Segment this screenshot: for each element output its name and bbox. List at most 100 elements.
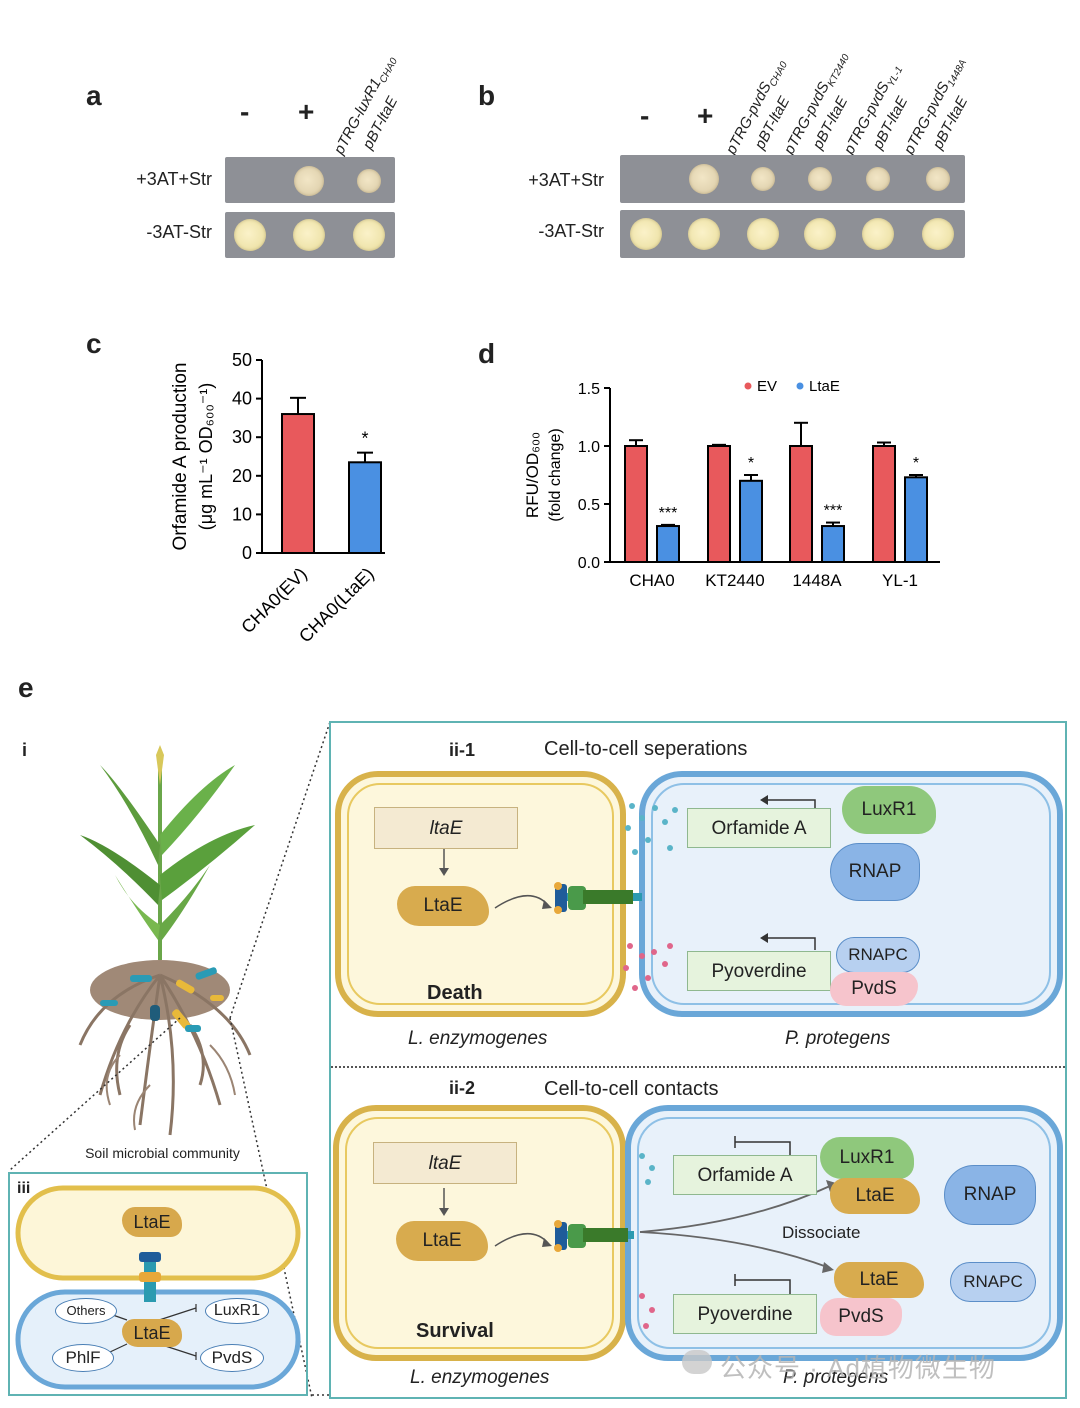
panel-a-spot-r2-c1 [234,219,266,251]
panel-iii-frame [8,1172,308,1396]
chart-c-ytick-label: 10 [232,504,252,524]
chart-d-legend-marker-ltae [796,382,804,390]
panel-a-spot-r1-c3 [357,169,381,193]
ii2-pyoverdine-box: Pyoverdine [673,1294,817,1334]
chart-d-bar-LtaE [739,479,763,563]
ii2-gene-box: ltaE [373,1142,517,1184]
chart-d-legend-marker-ev [744,382,752,390]
panel-ii-divider [331,1066,1065,1068]
panel-b-spot-r2-c2 [688,218,720,250]
ii2-orfamide-box: Orfamide A [673,1155,817,1195]
chart-d-ylabel-units: (fold change) [547,428,564,521]
chart-c-ylabel: Orfamide A production [170,363,191,551]
ii1-orfamide-box: Orfamide A [687,808,831,848]
panel-a-letter: a [86,80,102,111]
soil-caption: Soil microbial community [85,1145,240,1161]
chart-d-xtick-label: CHA0 [629,571,674,590]
iii-ltae-top: LtaE [122,1207,182,1237]
chart-c-ytick-label: 20 [232,466,252,486]
chart-d-bar-EV [707,445,731,563]
panel-e-letter: e [18,672,34,703]
chart-c-significance: * [361,429,368,449]
ii2-dissociate: Dissociate [782,1223,861,1242]
panel-b-row-label-2: -3AT-Str [538,221,604,241]
watermark-text: 公众号 · Ad植物微生物 [720,1353,996,1383]
panel-b-pos-sign: + [697,100,714,131]
ii2-left-organism: L. enzymogenes [410,1367,550,1388]
panel-ii-frame [329,721,1067,1399]
ii1-rnapc: RNAPC [836,937,920,973]
iii-luxr1: LuxR1 [205,1298,269,1324]
chart-c-ytick-label: 50 [232,350,252,370]
panel-a-spot-r2-c2 [293,219,325,251]
plant-illustration [78,745,255,1136]
panel-b-spot-r1-c3 [751,167,775,191]
chart-d-bar-LtaE [904,476,928,563]
panel-a-spot-r2-c3 [353,219,385,251]
panel-b-spot-r1-c5 [866,167,890,191]
panel-iii-label: iii [17,1180,31,1197]
chart-d-bar-EV [789,445,813,563]
chart-c-ytick-label: 30 [232,427,252,447]
panel-a-spot-r1-c2 [294,166,324,196]
panel-a-pos-sign: + [298,96,315,127]
chart-d-ytick-label: 0.0 [578,555,600,572]
ii1-luxr1: LuxR1 [842,786,936,834]
panel-d-letter: d [478,338,496,369]
chart-d-xtick-label: 1448A [792,571,842,590]
wechat-icon [682,1350,712,1374]
panel-a-col-label: pTRG-luxR1CHA0 pBT-ltaE [330,56,402,158]
ii2-right-organism: P. protegens [783,1367,889,1388]
iii-pvds: PvdS [200,1344,264,1372]
chart-c-ylabel-units: (μg mL⁻¹ OD₆₀₀⁻¹) [196,383,216,531]
ii1-left-organism: L. enzymogenes [408,1028,548,1049]
iii-phlf: PhlF [52,1344,114,1372]
panel-c-letter: c [86,328,102,359]
ii1-right-organism: P. protegens [785,1028,891,1049]
zoom-lines [9,721,331,1399]
iii-others: Others [55,1298,117,1324]
chart-d-bar-EV [624,445,648,563]
chart-d-significance: * [913,455,919,472]
ii1-rnap: RNAP [830,843,920,901]
chart-d-legend-label-ltae: LtaE [809,378,840,395]
panel-b-spot-r2-c1 [630,218,662,250]
ii1-label: ii-1 [449,740,476,760]
panel-b-plate-strip-1 [620,155,965,203]
panel-a-row-label-1: +3AT+Str [136,169,212,189]
panel-b-spot-r2-c6 [922,218,954,250]
panel-e-i-label: i [22,740,28,760]
chart-d-bar-LtaE [656,525,680,563]
panel-b-spot-r1-c6 [926,167,950,191]
chart-d-xtick-label: YL-1 [882,571,918,590]
ii1-pyoverdine-box: Pyoverdine [687,951,831,991]
ii2-fate: Survival [416,1320,494,1342]
ii2-ltae-a: LtaE [830,1178,920,1214]
ii2-ltae-b: LtaE [834,1262,924,1298]
chart-d-ytick-label: 1.5 [578,381,600,398]
chart-d-ytick-label: 0.5 [578,497,600,514]
chart-c-ytick-label: 40 [232,389,252,409]
chart-c-bar [348,461,382,554]
chart-d-significance: *** [659,505,678,522]
ii2-title: Cell-to-cell contacts [544,1078,719,1100]
iii-ltae-mid: LtaE [122,1319,182,1347]
panel-b-neg-sign: - [640,100,650,131]
panel-b-col-label-4: pTRG-pvdS1448A pBT-ltaE [900,57,972,158]
chart-d-legend-label-ev: EV [757,378,777,395]
panel-b-spot-r2-c4 [804,218,836,250]
chart-d-xtick-label: KT2440 [705,571,765,590]
panel-b-letter: b [478,80,496,111]
chart-c-ytick-label: 0 [242,543,252,563]
ii1-gene-box: ltaE [374,807,518,849]
panel-b-spot-r2-c5 [862,218,894,250]
panel-a-neg-sign: - [240,96,250,127]
ii2-luxr1: LuxR1 [820,1137,914,1179]
panel-b-spot-r1-c2 [689,164,719,194]
chart-d-significance: * [748,455,754,472]
ii1-ltae-protein: LtaE [397,886,489,926]
panel-b-plate-strip-2 [620,210,965,258]
chart-d-ytick-label: 1.0 [578,439,600,456]
